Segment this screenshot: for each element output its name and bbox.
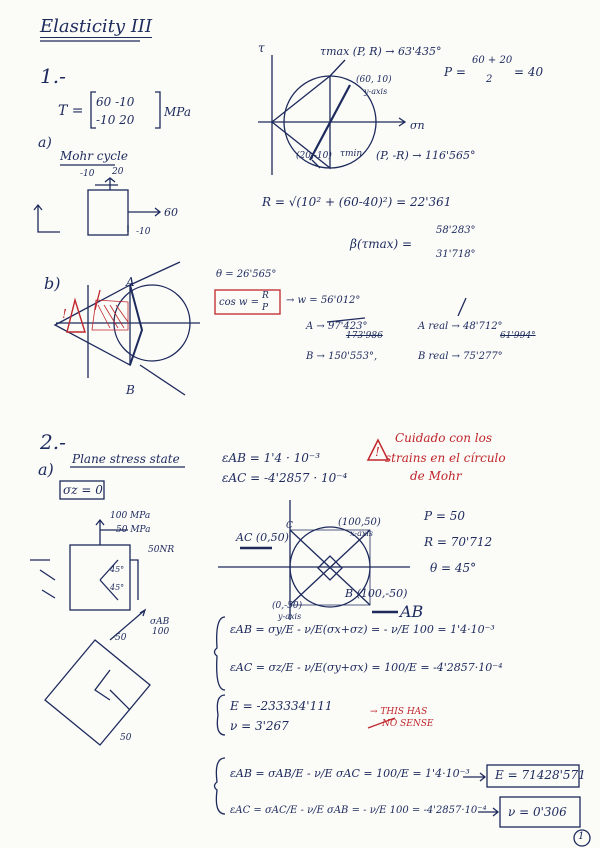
stress-label: 50 [120, 733, 132, 743]
warning-icon: ! [62, 307, 67, 321]
b-real: B real → 75'277° [418, 351, 503, 362]
p-value: P = 50 [424, 509, 466, 523]
equation-4: εAC = σAC/E - ν/E σAB = - ν/E 100 = -4'2… [230, 805, 487, 816]
warning-note: Cuidado con los [395, 431, 493, 445]
axis-label: σn [410, 119, 425, 132]
point-label: (60, 10) [356, 75, 392, 85]
beta-value: 31'718° [436, 249, 476, 260]
b-angle: B → 150'553°, [306, 351, 378, 362]
point-label: (100,50) [338, 517, 381, 528]
angle-label: 45° [110, 565, 125, 574]
element-value: -10 [80, 169, 95, 179]
point-b-label: B [126, 383, 135, 397]
problem-1-number: 1.- [40, 64, 66, 88]
stress-label: -50 [112, 633, 127, 643]
part-a: a) [38, 135, 52, 151]
nu-value: ν = 3'267 [230, 719, 289, 733]
point-label: y-axis [278, 612, 302, 621]
p-equation: 2 [486, 74, 493, 85]
problem-2-number: 2.- [40, 430, 66, 454]
warning-note: strains en el círculo [385, 451, 506, 465]
stress-element-1 [87, 189, 129, 236]
r-equation: R = √(10² + (60-40)²) = 22'361 [262, 195, 452, 209]
e-final: E = 71428'571 [495, 768, 586, 782]
point-label: (20,-10) [296, 151, 332, 161]
tmin-label: τmin [340, 149, 363, 159]
strain-ab: εAB = 1'4 · 10⁻³ [222, 451, 321, 465]
sigma-z: σz = 0 [63, 483, 103, 497]
point-b: B (100,-50) [345, 587, 408, 600]
a-angle-struck: 173'986 [346, 331, 383, 341]
part-b: b) [44, 274, 61, 293]
unit: MPa [164, 105, 191, 119]
point-c-label: C [286, 521, 293, 531]
part-a-2: a) [38, 460, 54, 479]
w-result: → w = 56'012° [286, 295, 361, 306]
mohr-cycle-heading: Mohr cycle [60, 149, 128, 163]
equation-1: εAB = σy/E - ν/E(σx+σz) = - ν/E 100 = 1'… [230, 623, 495, 636]
p-equation: = 40 [514, 65, 544, 79]
nu-final: ν = 0'306 [508, 805, 567, 819]
stress-element-2 [69, 544, 131, 611]
tmax-label: τmax (P, R) → 63'435° [320, 45, 442, 58]
point-a-label: A [126, 275, 135, 289]
p-equation: 60 + 20 [472, 55, 513, 66]
element-value: 20 [112, 167, 124, 177]
stress-label: σAB [150, 617, 170, 627]
matrix-row-2: -10 20 [96, 113, 135, 127]
plane-stress-heading: Plane stress state [72, 452, 180, 466]
a-real: A real → 48'712° [418, 321, 503, 332]
point-label: (0,-50) [272, 601, 303, 611]
p-equation: P = [444, 65, 466, 79]
tmin-label: (P, -R) → 116'565° [376, 149, 476, 162]
matrix-bracket-left [90, 91, 96, 129]
angle-label: 45° [110, 583, 125, 592]
element-value: -10 [136, 227, 151, 237]
warning-note: de Mohr [410, 469, 462, 483]
beta-label: β(τmax) = [350, 237, 413, 251]
point-label: x-axis [350, 529, 374, 538]
e-value: E = -233334'111 [230, 699, 333, 713]
no-sense-note: NO SENSE [382, 719, 434, 729]
a-angle: A → 97'423° [306, 321, 368, 332]
a-real-struck: 61'994° [500, 331, 536, 341]
no-sense-note: → THIS HAS [370, 707, 428, 717]
equation-3: εAB = σAB/E - ν/E σAC = 100/E = 1'4·10⁻³ [230, 767, 470, 780]
page-title: Elasticity III [40, 16, 153, 38]
beta-value: 58'283° [436, 225, 476, 236]
cos-w: cos w = [219, 297, 260, 308]
stress-value: 100 MPa [110, 511, 151, 521]
r-value: R = 70'712 [424, 535, 493, 549]
cos-w: R [262, 291, 269, 301]
element-value: 60 [164, 206, 178, 219]
cos-w: P [262, 303, 269, 313]
page-number: 1 [578, 831, 585, 842]
matrix-bracket-right [155, 91, 161, 129]
equation-2: εAC = σz/E - ν/E(σy+σx) = 100/E = -4'285… [230, 661, 503, 674]
stress-value: 50NR [148, 545, 175, 555]
point-label: y-axis [364, 87, 388, 96]
mohr2-circle [113, 284, 191, 362]
theta-value-2: θ = 45° [430, 561, 477, 575]
rotated-element [44, 639, 151, 746]
ab-label: AB [400, 602, 424, 621]
warning-icon: ! [375, 445, 380, 459]
matrix-label: T = [58, 103, 84, 119]
point-ac: AC (0,50) [236, 531, 289, 544]
matrix-row-1: 60 -10 [96, 95, 135, 109]
axis-label: τ [258, 41, 265, 55]
strain-ac: εAC = -4'2857 · 10⁻⁴ [222, 471, 348, 485]
theta-value: θ = 26'565° [216, 269, 277, 280]
stress-label: 100 [152, 627, 170, 637]
stress-value: 50 MPa [116, 525, 151, 535]
